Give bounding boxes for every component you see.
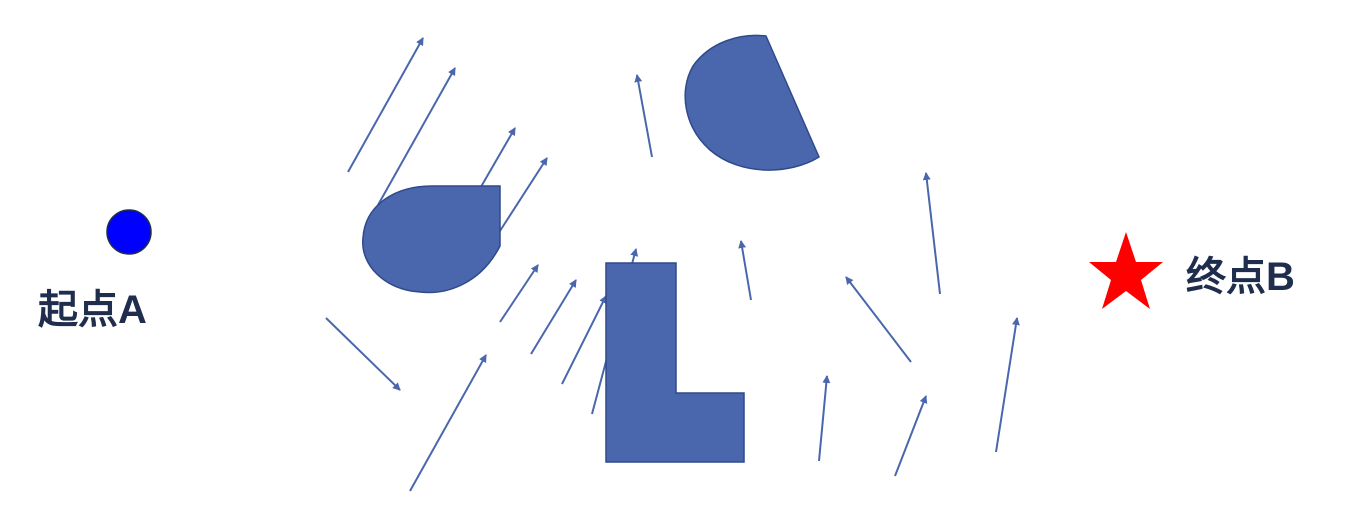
flow-arrow [377,67,456,206]
flow-arrow [325,317,401,391]
flow-arrow [634,74,653,158]
flow-arrow [922,172,941,295]
flow-arrow [818,375,831,462]
flow-arrow [477,127,516,193]
flow-arrow [845,276,912,363]
flow-arrow [347,37,424,173]
start-point-label: 起点A [38,288,147,332]
flow-arrow [738,240,752,301]
teardrop-obstacle [362,185,501,294]
end-point-star-icon [1089,232,1163,309]
flow-arrows [325,37,1020,492]
flow-arrow [894,395,928,477]
flow-arrow [497,157,548,235]
flow-arrow [409,354,487,492]
flow-arrow [561,295,607,385]
half-disc-obstacle [684,34,820,171]
flow-arrow [995,317,1020,453]
end-point-label: 终点B [1186,255,1295,299]
flow-arrow [530,279,577,355]
flow-arrow [499,264,539,323]
start-point-marker [106,209,152,255]
l-shaped-obstacle [605,262,745,463]
